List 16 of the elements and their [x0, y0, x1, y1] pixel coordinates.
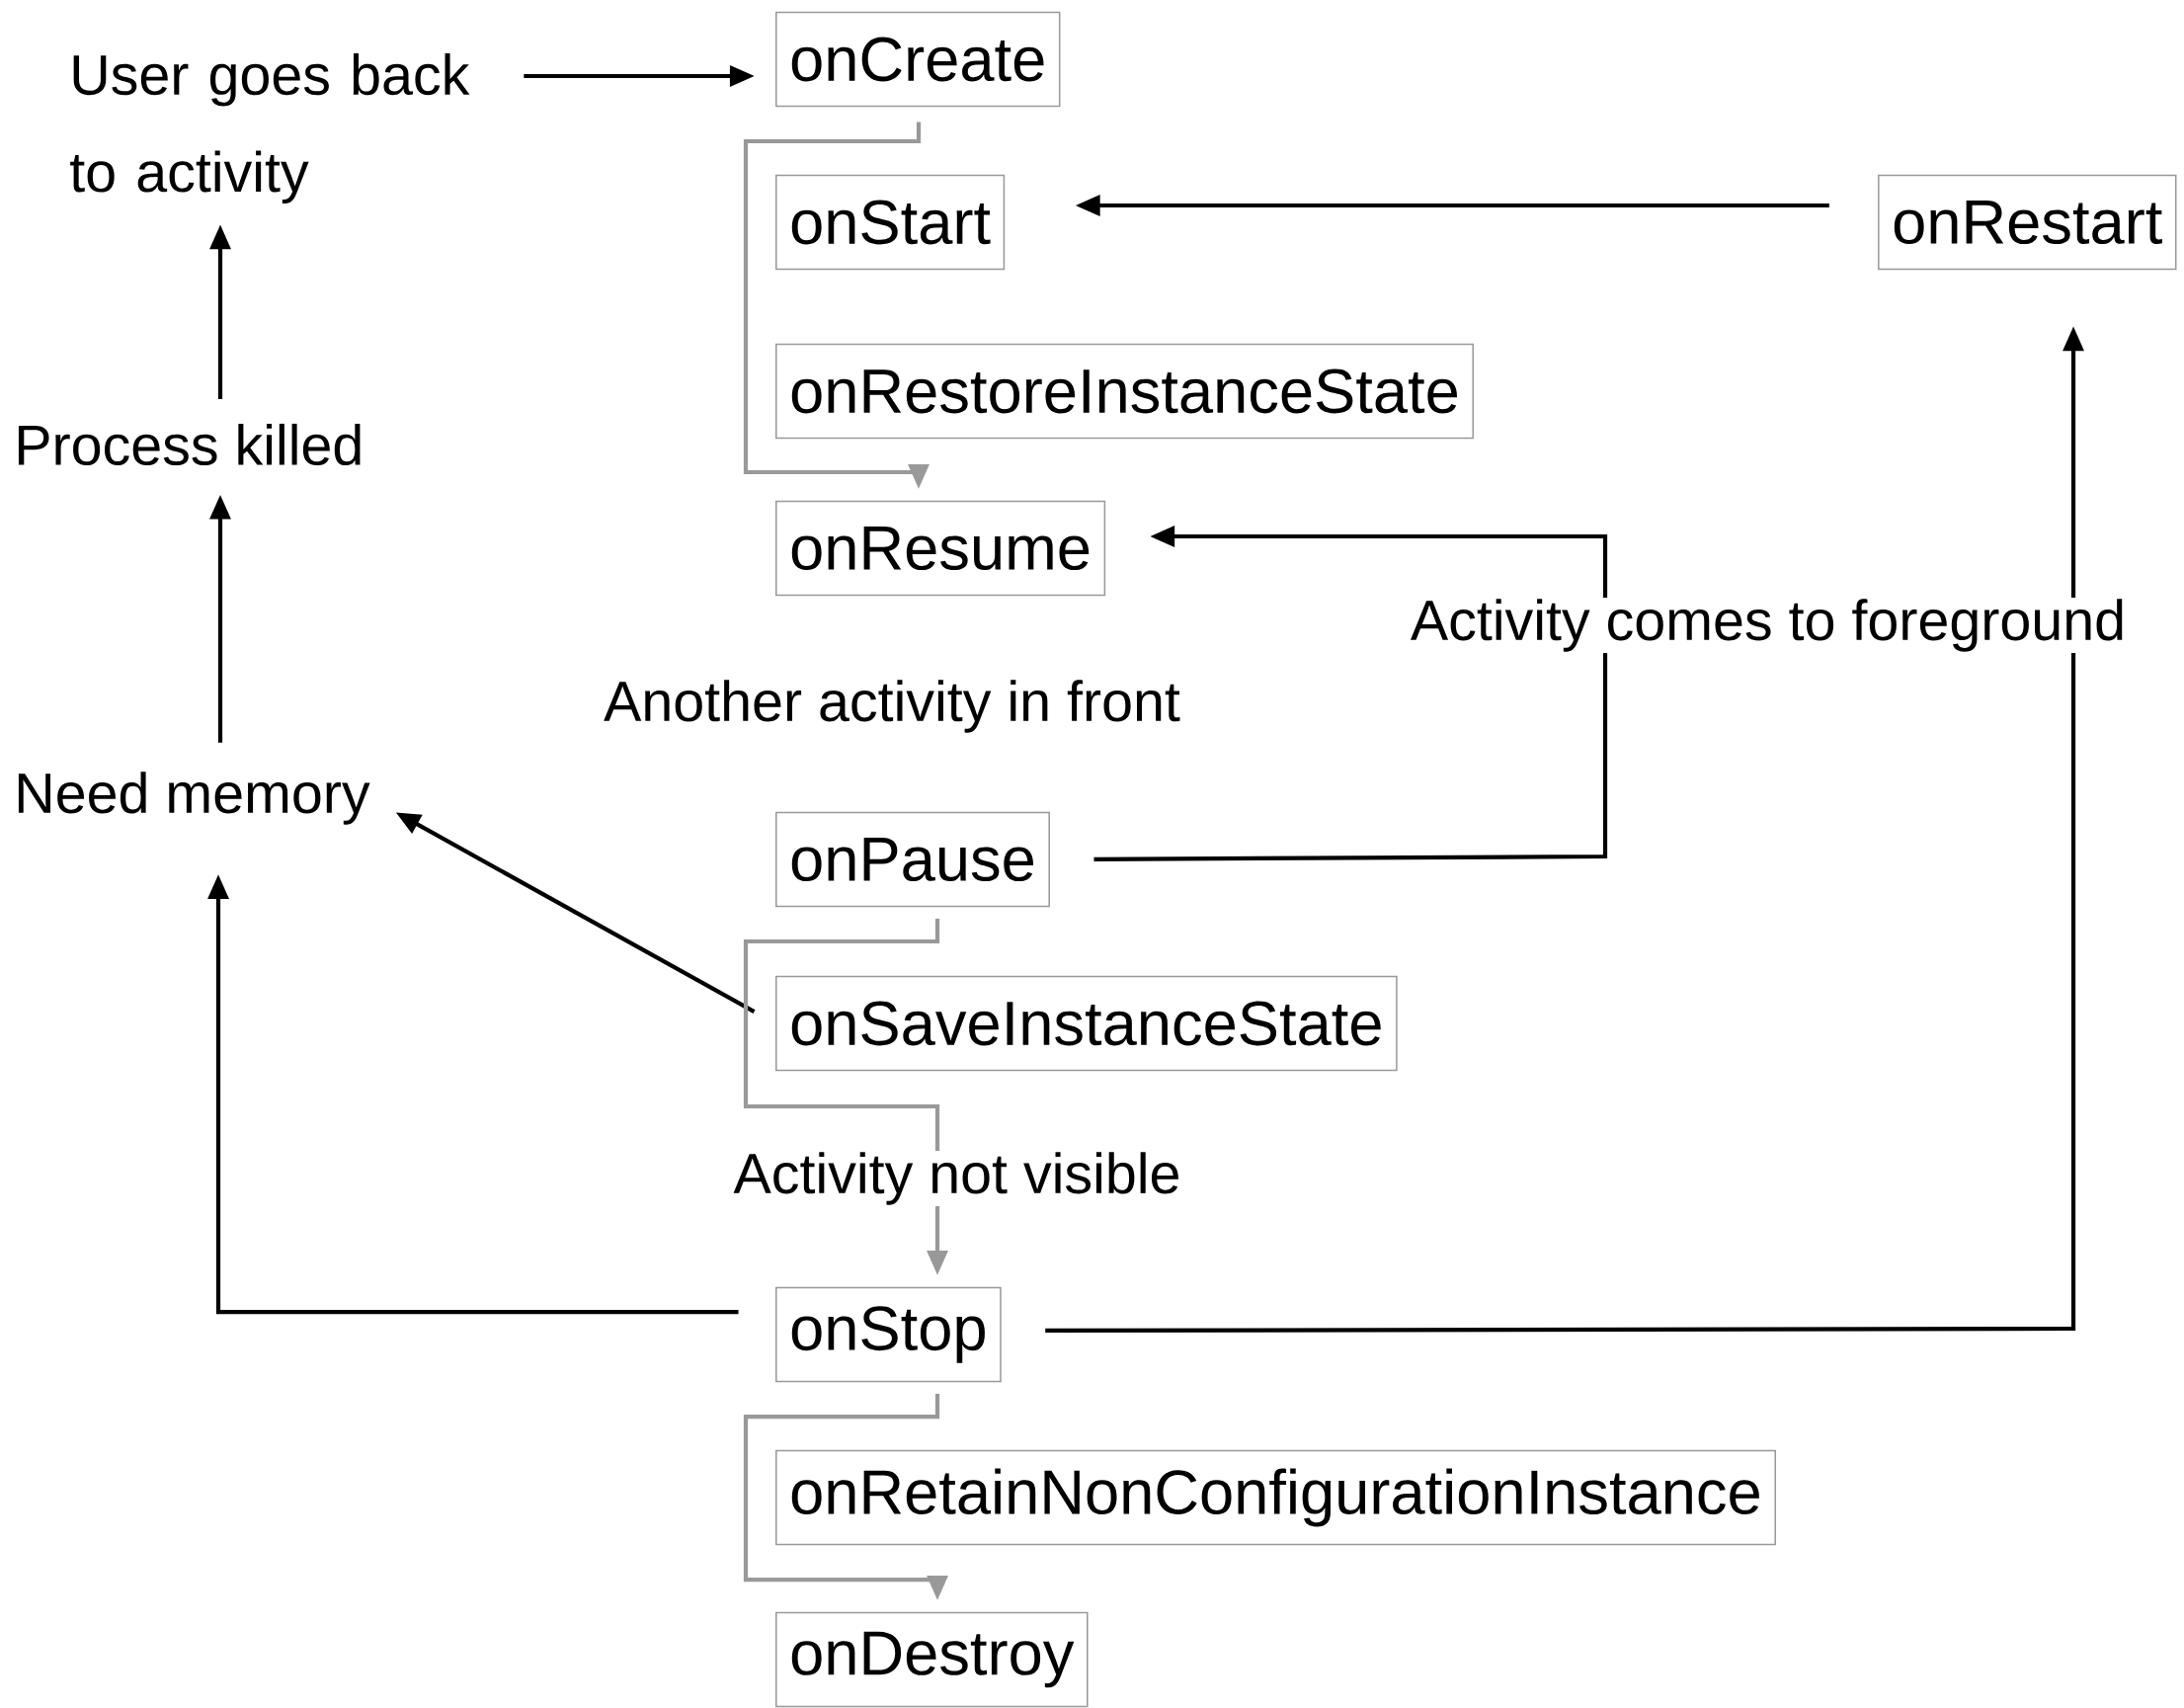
method-box: onRestoreInstanceState [775, 343, 1474, 440]
method-box: onStart [775, 174, 1006, 271]
method-box: onCreate [775, 11, 1061, 108]
edge-label: Activity comes to foreground [1409, 598, 2128, 653]
state-text: Need memory [18, 772, 370, 825]
method-box: onPause [775, 811, 1050, 908]
method-box: onSaveInstanceState [775, 975, 1398, 1072]
edge-label: Activity not visible [732, 1151, 1182, 1206]
method-box: onStop [775, 1286, 1002, 1383]
method-box: onResume [775, 500, 1106, 597]
method-box: onRestart [1878, 174, 2177, 271]
transition-text: Another activity in front [604, 680, 1180, 733]
method-box: onDestroy [775, 1611, 1089, 1708]
state-text: Process killed [18, 423, 361, 466]
method-box: onRetainNonConfigurationInstance [775, 1449, 1776, 1546]
state-text: User goes back to activity [70, 53, 470, 203]
